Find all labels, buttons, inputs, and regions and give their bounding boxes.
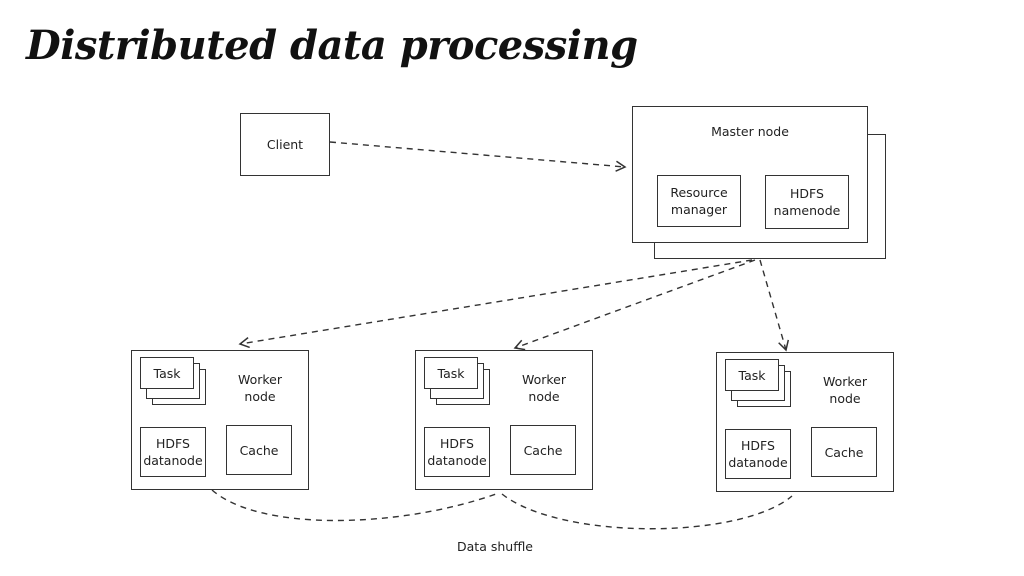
worker-node-2: Task Worker node HDFS datanode Cache: [415, 350, 593, 490]
datanode-label: HDFS datanode: [143, 436, 203, 468]
master-node-label: Master node: [711, 124, 789, 139]
data-shuffle-label: Data shuffle: [457, 539, 533, 554]
arrow-master-to-worker-3: [759, 259, 790, 352]
worker-node-label: Worker node: [521, 372, 567, 404]
worker-node-1: Task Worker node HDFS datanode Cache: [131, 350, 309, 490]
cache-box: Cache: [811, 427, 877, 477]
resource-manager-box: Resource manager: [657, 175, 741, 227]
arrow-client-to-master: [329, 141, 627, 172]
namenode-box: HDFS namenode: [765, 175, 849, 229]
task-label: Task: [738, 367, 766, 383]
cache-label: Cache: [824, 444, 864, 460]
master-node: Master node Resource manager HDFS nameno…: [632, 106, 868, 243]
task-label: Task: [437, 365, 465, 381]
datanode-box: HDFS datanode: [140, 427, 206, 477]
arrow-master-to-worker-2: [513, 259, 756, 351]
resource-manager-label: Resource manager: [670, 185, 728, 217]
arrow-master-to-worker-1: [238, 259, 753, 349]
task-box: Task: [424, 357, 478, 389]
datanode-label: HDFS datanode: [427, 436, 487, 468]
client-node: Client: [240, 113, 330, 176]
datanode-box: HDFS datanode: [725, 429, 791, 479]
shuffle-curve-1-2: [211, 489, 497, 522]
cache-label: Cache: [239, 442, 279, 458]
task-box: Task: [140, 357, 194, 389]
worker-node-label: Worker node: [237, 372, 283, 404]
datanode-label: HDFS datanode: [728, 438, 788, 470]
cache-label: Cache: [523, 442, 563, 458]
task-box: Task: [725, 359, 779, 391]
worker-node-label: Worker node: [822, 374, 868, 406]
datanode-box: HDFS datanode: [424, 427, 490, 477]
task-label: Task: [153, 365, 181, 381]
namenode-label: HDFS namenode: [773, 186, 841, 218]
worker-node-3: Task Worker node HDFS datanode Cache: [716, 352, 894, 492]
cache-box: Cache: [510, 425, 576, 475]
shuffle-curve-2-3: [501, 493, 793, 530]
client-label: Client: [266, 137, 304, 152]
cache-box: Cache: [226, 425, 292, 475]
page-title: Distributed data processing: [26, 22, 638, 69]
